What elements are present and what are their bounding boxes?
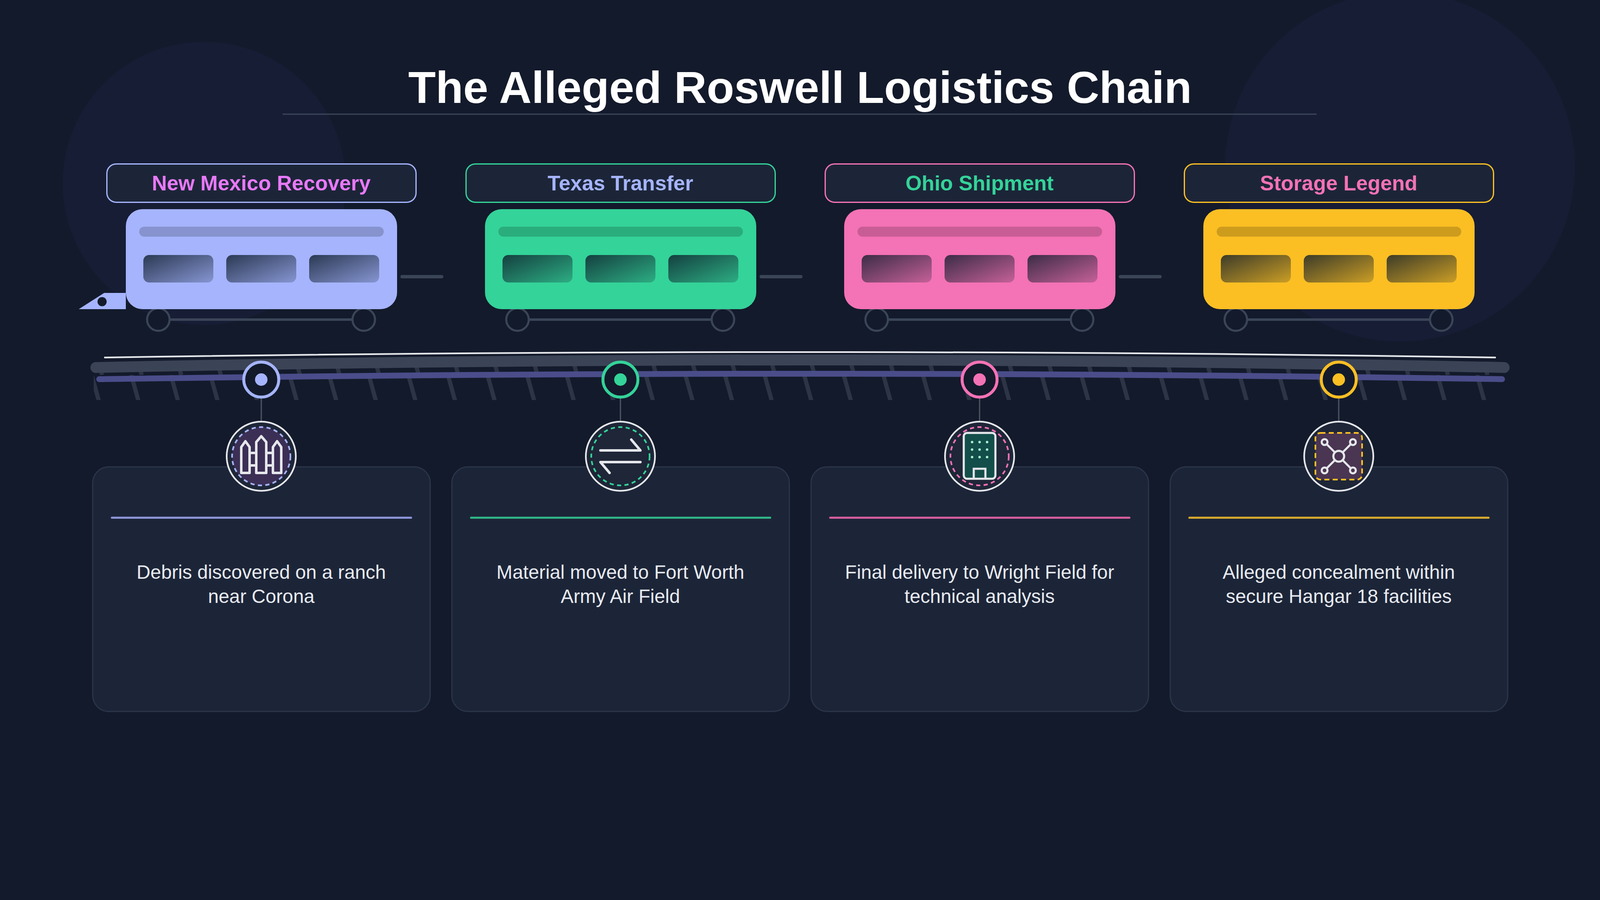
stage-description: Debris discovered on a ranch near Corona [118, 560, 405, 609]
train-car [844, 209, 1116, 331]
building-icon [945, 421, 1015, 491]
stage-tab: Storage Legend [1183, 163, 1495, 203]
train-nose [78, 292, 126, 310]
stage-card: Material moved to Fort Worth Army Air Fi… [451, 466, 790, 713]
track-rail [95, 360, 1505, 368]
stage-card: Alleged concealment within secure Hangar… [1169, 466, 1509, 713]
stage-card: Final delivery to Wright Field for techn… [810, 466, 1150, 713]
diagram-title: The Alleged Roswell Logistics Chain [0, 58, 1600, 117]
stop-marker [243, 362, 1357, 398]
train-car [1203, 209, 1475, 331]
track-rail [99, 373, 1503, 380]
stage-label: Ohio Shipment [905, 170, 1054, 196]
card-rule [470, 516, 772, 519]
stage-label: Texas Transfer [547, 170, 693, 196]
stage-tab: Ohio Shipment [824, 163, 1135, 203]
stage-tab: New Mexico Recovery [106, 163, 417, 203]
train-lamp [97, 297, 107, 307]
train-car [125, 209, 398, 331]
title-rule [282, 113, 1317, 115]
stage-label: Storage Legend [1260, 170, 1418, 196]
stage-label: New Mexico Recovery [151, 170, 371, 196]
stage-description: Final delivery to Wright Field for techn… [836, 560, 1123, 609]
network-icon [1304, 421, 1374, 491]
transfer-icon [585, 421, 655, 491]
stage-description: Material moved to Fort Worth Army Air Fi… [477, 560, 764, 609]
card-rule [110, 516, 413, 519]
stage-tab: Texas Transfer [465, 163, 776, 203]
stage-card: Debris discovered on a ranch near Corona [92, 466, 431, 713]
card-rule [829, 516, 1131, 519]
train-car [485, 209, 757, 331]
stop-stems [261, 397, 1339, 422]
fence-icon [226, 421, 296, 491]
stage-description: Alleged concealment within secure Hangar… [1195, 560, 1483, 609]
card-rule [1188, 516, 1490, 519]
